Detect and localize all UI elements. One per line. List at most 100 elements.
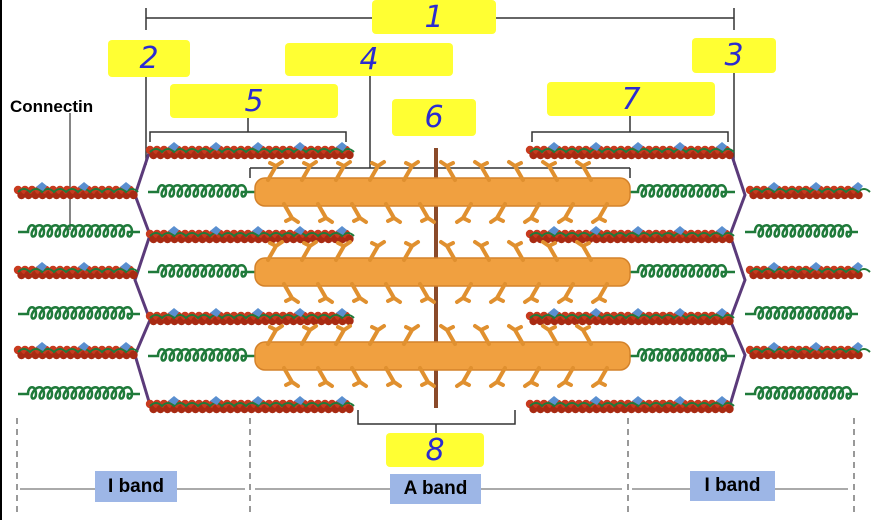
bracket-8 — [357, 410, 516, 433]
thick-filament-3-head-down — [350, 366, 368, 388]
thick-filament-1-head-up — [334, 160, 352, 182]
actin-right-0 — [525, 142, 735, 160]
actin-left-3 — [145, 396, 355, 414]
thick-filament-2-head-down — [350, 282, 368, 304]
thick-filament-2-head-up — [507, 240, 525, 262]
thick-filament-3-head-down — [282, 366, 300, 388]
titin-left-2 — [148, 348, 255, 362]
bracket-1 — [145, 8, 735, 30]
thick-filament-2-head-up — [473, 240, 491, 262]
thick-filament-2-head-down — [418, 282, 436, 304]
thick-filament-3-head-up — [473, 324, 491, 346]
actin-left-1 — [145, 226, 355, 244]
marker-8: 8 — [386, 433, 484, 468]
thick-filament-3-head-up — [575, 324, 593, 346]
marker-4: 4 — [285, 42, 453, 77]
i-band-right-label: I band — [690, 471, 775, 501]
thick-filament-3-head-down — [316, 366, 334, 388]
thick-filament-3 — [254, 341, 631, 371]
titin-outer-right-0 — [745, 224, 858, 238]
z-line-right — [728, 149, 747, 406]
a-band-label: A band — [390, 474, 481, 504]
marker-6: 6 — [392, 99, 476, 136]
titin-right-2 — [628, 348, 735, 362]
actin-outer-left-2 — [13, 342, 139, 360]
thick-filament-2-head-up — [439, 240, 457, 262]
thick-filament-2-head-down — [455, 282, 473, 304]
thick-filament-1-head-down — [557, 202, 575, 224]
actin-right-3 — [525, 396, 735, 414]
thick-filament-1-head-up — [266, 160, 284, 182]
marker-5: 5 — [170, 84, 338, 119]
actin-right-1 — [525, 226, 735, 244]
thick-filament-1-head-up — [541, 160, 559, 182]
bracket-7 — [531, 116, 729, 142]
titin-left-1 — [148, 264, 255, 278]
titin-outer-left-2 — [18, 386, 140, 400]
thick-filament-3-head-up — [507, 324, 525, 346]
titin-left-0 — [148, 184, 255, 198]
i-band-left-label: I band — [95, 471, 177, 502]
thick-filament-3-head-down — [418, 366, 436, 388]
titin-outer-left-0 — [18, 224, 140, 238]
marker-2: 2 — [108, 40, 190, 77]
thick-filament-1-head-up — [402, 160, 420, 182]
thick-filament-3-head-down — [455, 366, 473, 388]
thick-filament-3-head-up — [266, 324, 284, 346]
thick-filament-2-head-down — [489, 282, 507, 304]
thick-filament-1-head-up — [575, 160, 593, 182]
thick-filament-2-head-down — [591, 282, 609, 304]
thick-filament-2-head-up — [541, 240, 559, 262]
thick-filament-1-head-down — [316, 202, 334, 224]
bracket-4 — [249, 76, 631, 178]
thick-filament-3-head-up — [300, 324, 318, 346]
thick-filament-1-head-down — [282, 202, 300, 224]
thick-filament-1-head-up — [439, 160, 457, 182]
bracket-5 — [149, 118, 347, 142]
thick-filament-1-head-up — [473, 160, 491, 182]
thick-filament-2-head-down — [282, 282, 300, 304]
thick-filament-1-head-up — [507, 160, 525, 182]
thick-filament-1-head-down — [418, 202, 436, 224]
thick-filament-2 — [254, 257, 631, 287]
thick-filament-3-head-down — [523, 366, 541, 388]
thick-filament-3-head-down — [557, 366, 575, 388]
thick-filament-1 — [254, 177, 631, 207]
thick-filament-3-head-up — [402, 324, 420, 346]
thick-filament-3-head-up — [334, 324, 352, 346]
titin-right-0 — [628, 184, 735, 198]
thick-filament-1-head-down — [455, 202, 473, 224]
thick-filament-2-head-down — [384, 282, 402, 304]
thick-filament-1-head-down — [350, 202, 368, 224]
thick-filament-2-head-up — [266, 240, 284, 262]
thick-filament-1-head-up — [300, 160, 318, 182]
thick-filament-3-head-down — [591, 366, 609, 388]
titin-outer-right-1 — [745, 306, 858, 320]
thick-filament-2-head-down — [557, 282, 575, 304]
actin-outer-left-1 — [13, 262, 139, 280]
thick-filament-2-head-up — [575, 240, 593, 262]
thick-filament-1-head-up — [368, 160, 386, 182]
thick-filament-2-head-down — [523, 282, 541, 304]
marker-1: 1 — [372, 0, 496, 35]
thick-filament-2-head-up — [334, 240, 352, 262]
marker-7: 7 — [547, 82, 715, 117]
connectin-label: Connectin — [10, 97, 94, 116]
actin-outer-right-1 — [745, 262, 871, 280]
thick-filament-3-head-down — [384, 366, 402, 388]
thick-filament-2-head-up — [402, 240, 420, 262]
thick-filament-1-head-down — [489, 202, 507, 224]
thick-filament-2-head-up — [368, 240, 386, 262]
thick-filament-3-head-up — [439, 324, 457, 346]
thick-filament-1-head-down — [591, 202, 609, 224]
z-line-left — [133, 149, 152, 406]
actin-left-2 — [145, 308, 355, 326]
titin-outer-right-2 — [745, 386, 858, 400]
titin-right-1 — [628, 264, 735, 278]
thick-filament-3-head-down — [489, 366, 507, 388]
actin-left-0 — [145, 142, 355, 160]
thick-filament-3-head-up — [368, 324, 386, 346]
marker-3: 3 — [692, 38, 776, 73]
actin-outer-right-2 — [745, 342, 871, 360]
